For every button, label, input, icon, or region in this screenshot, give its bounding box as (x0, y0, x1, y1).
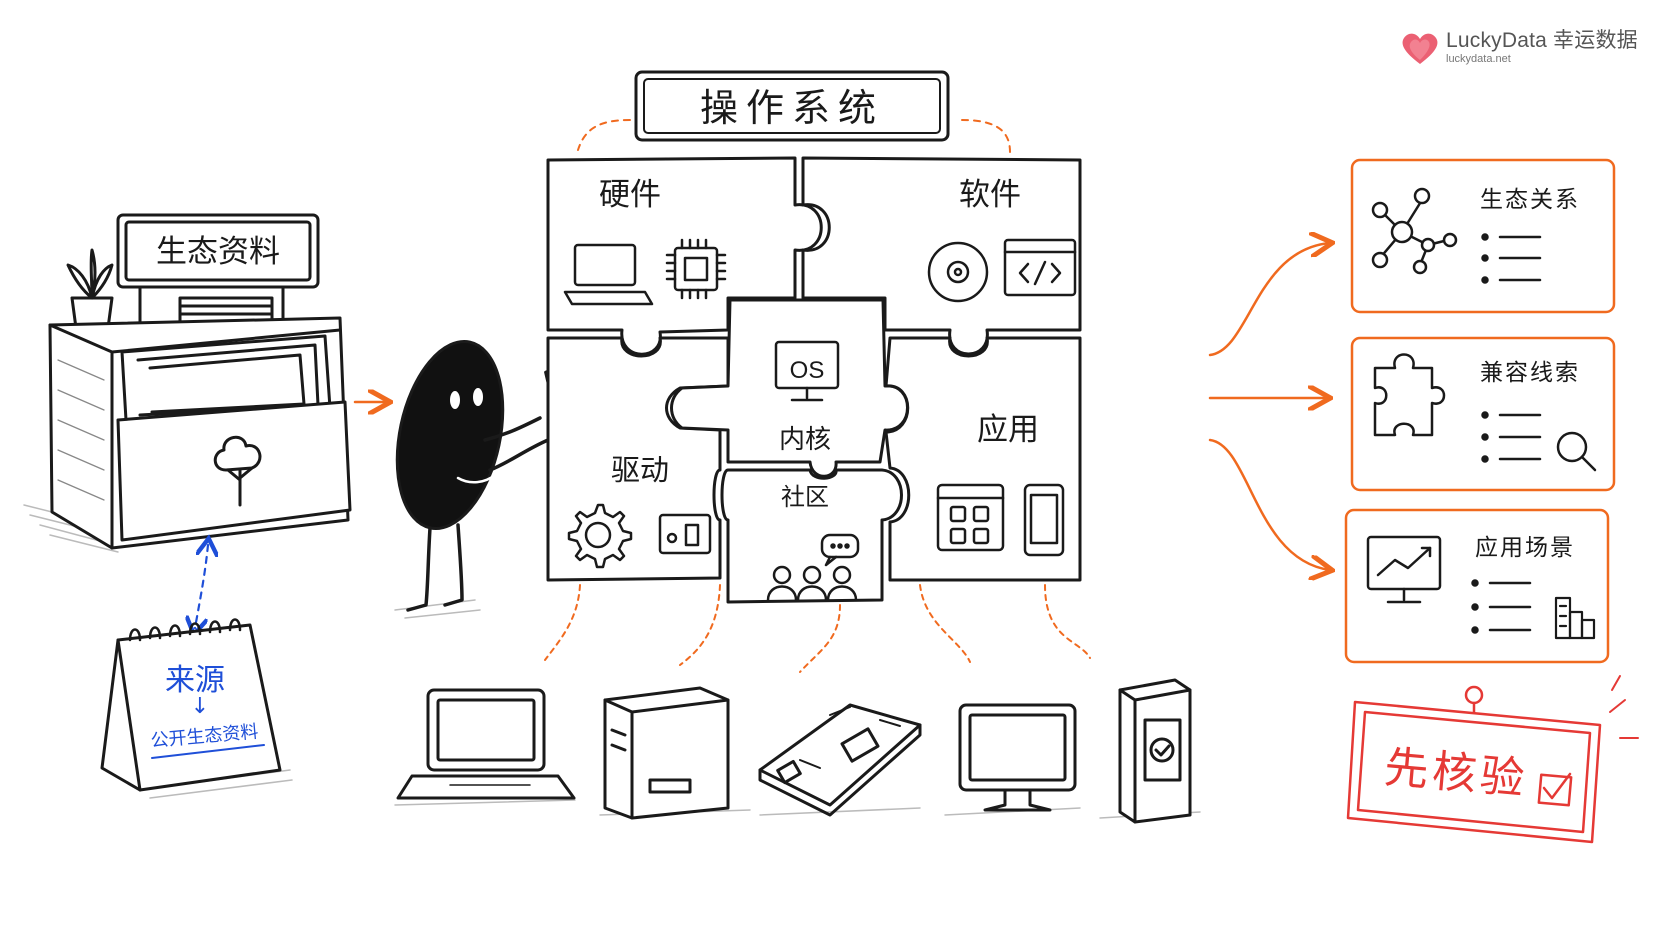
network-icon (1371, 187, 1458, 275)
brand-logo: LuckyData 幸运数据 luckydata.net (1400, 30, 1638, 66)
people-icon (766, 533, 860, 602)
source-calendar: 来源 ↓ 公开生态资料 (100, 618, 293, 799)
monitor-device-icon (958, 703, 1077, 812)
circuit-board-icon (758, 703, 922, 817)
card-scenarios-label: 应用场景 (1475, 535, 1575, 561)
laptop-device-icon (396, 688, 576, 800)
chip-icon (665, 238, 727, 300)
verify-stamp-label: 先核验 (1382, 742, 1530, 805)
gear-icon (567, 503, 633, 569)
desktop-tower-icon (603, 686, 730, 820)
os-title: 操作系统 (700, 86, 884, 130)
laptop-icon (563, 243, 654, 306)
calendar-top-label: 来源 (165, 663, 225, 698)
puzzle-piece-icon (1373, 353, 1446, 437)
os-text: OS (790, 357, 825, 384)
heart-icon (1402, 33, 1438, 64)
os-title-plaque: 操作系统 (634, 70, 950, 142)
kernel-label: 内核 (779, 425, 831, 455)
code-window-icon (1003, 238, 1077, 297)
brand-url: luckydata.net (1446, 53, 1511, 65)
brand-name: LuckyData 幸运数据 (1446, 29, 1638, 52)
app-grid-icon (936, 483, 1005, 552)
source-sign-label: 生态资料 (156, 234, 280, 270)
tree-icon (213, 435, 262, 507)
drivers-label: 驱动 (611, 453, 669, 487)
magnifier-icon (1556, 431, 1597, 472)
phone-icon (1023, 483, 1065, 557)
hardware-label: 硬件 (599, 177, 661, 213)
software-label: 软件 (959, 177, 1021, 213)
calendar-arrow: ↓ (191, 694, 209, 719)
device-card-icon (658, 513, 712, 555)
verify-stamp (1346, 675, 1639, 844)
card-ecosystem-label: 生态关系 (1480, 187, 1580, 213)
chart-monitor-icon (1366, 535, 1442, 604)
disc-icon (927, 241, 989, 303)
os-monitor-icon: OS (774, 340, 840, 402)
kiosk-icon (1118, 678, 1192, 824)
card-compatibility-label: 兼容线索 (1480, 360, 1580, 386)
source-box: 生态资料 (23, 213, 352, 553)
buildings-icon (1554, 596, 1596, 640)
community-label: 社区 (781, 483, 829, 511)
apps-label: 应用 (977, 412, 1039, 448)
